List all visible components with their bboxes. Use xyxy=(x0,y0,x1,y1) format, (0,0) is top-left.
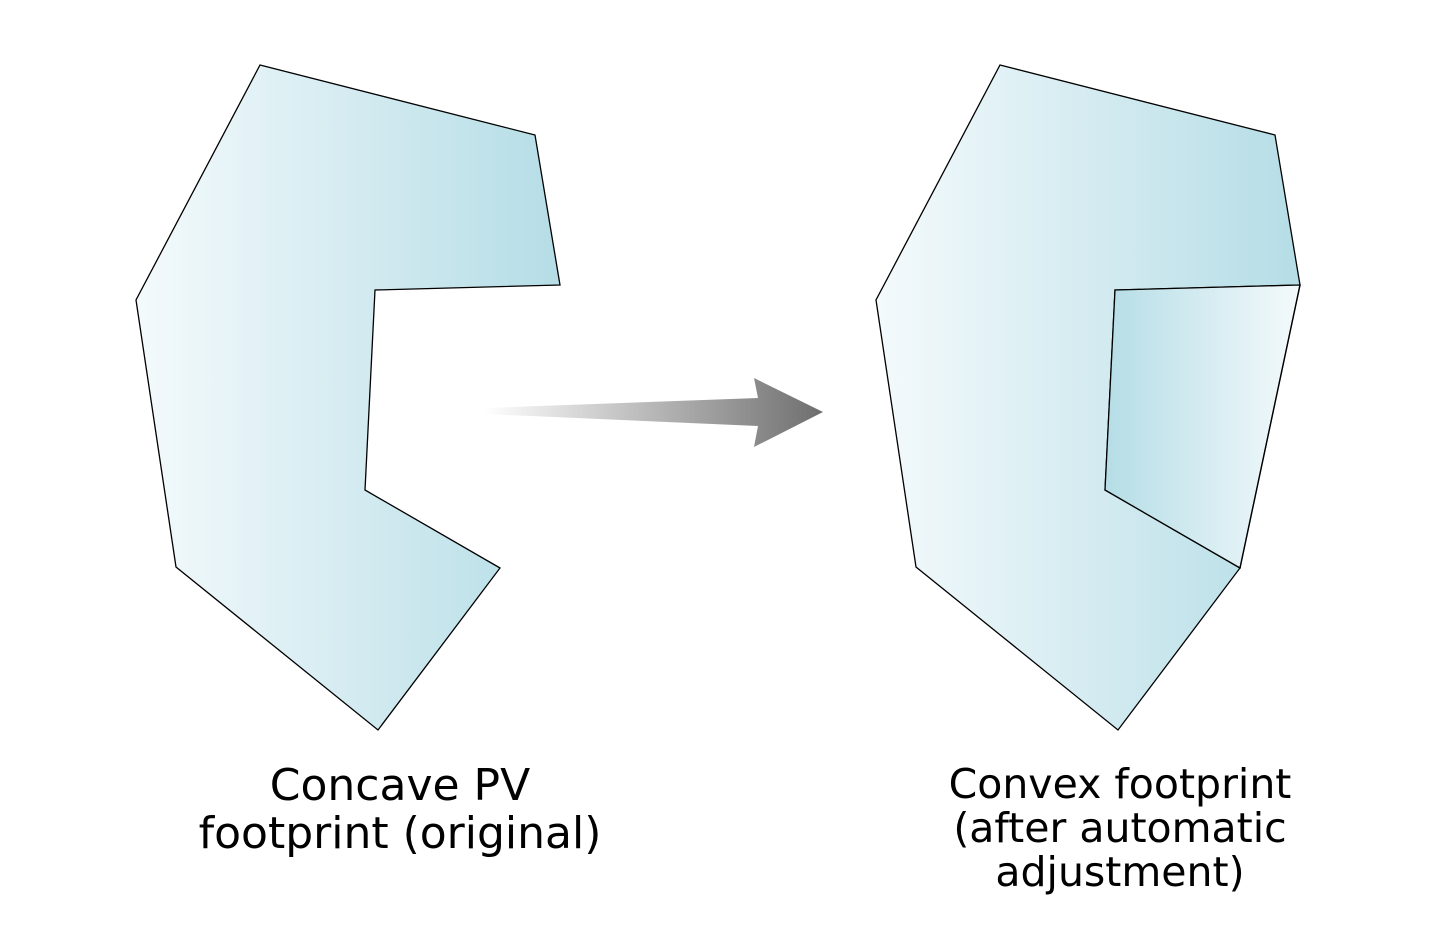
transform-arrow xyxy=(484,378,823,447)
convex-caption-line2: (after automatic xyxy=(953,804,1287,852)
convex-caption-line1: Convex footprint xyxy=(948,760,1292,808)
concave-caption-line1: Concave PV xyxy=(269,760,531,811)
convex-hull-edge xyxy=(1239,284,1301,569)
convex-footprint-caption: Convex footprint (after automatic adjust… xyxy=(900,762,1340,894)
concave-footprint-polygon xyxy=(135,64,561,731)
concave-footprint-caption: Concave PV footprint (original) xyxy=(140,762,660,858)
convex-caption-line3: adjustment) xyxy=(995,848,1245,896)
concave-caption-line2: footprint (original) xyxy=(198,808,602,859)
